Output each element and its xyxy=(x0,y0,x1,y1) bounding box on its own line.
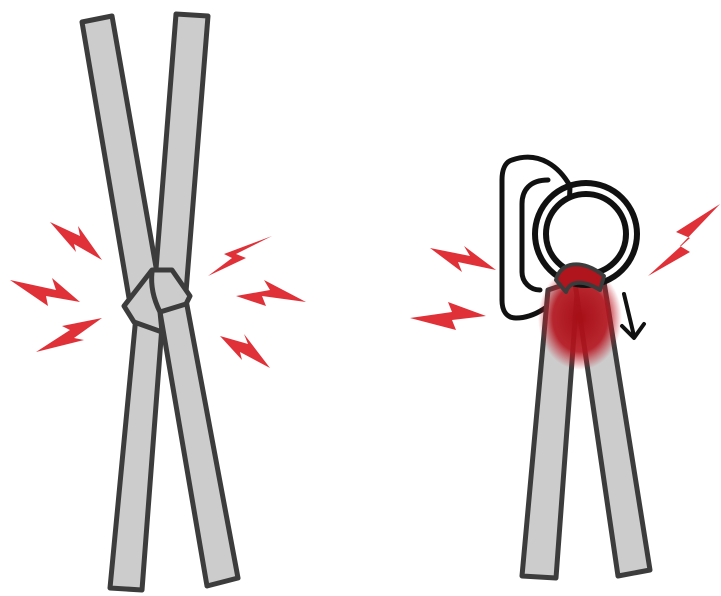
stress-spark-icon-group-left xyxy=(10,222,102,352)
spark-icon xyxy=(430,246,496,272)
strap-crossing-fold-line xyxy=(149,269,163,315)
strap-a-upper xyxy=(79,13,163,307)
spark-icon xyxy=(410,302,486,330)
strap-b-lower xyxy=(107,313,165,593)
spark-icon xyxy=(220,334,270,368)
spark-icon xyxy=(208,236,272,276)
strap-a-lower xyxy=(157,297,241,589)
buckle-plate-inner-edge xyxy=(519,177,551,293)
crossed-straps-panel xyxy=(10,11,306,593)
stress-spark-icon-group-right xyxy=(208,236,306,368)
spark-icon xyxy=(236,280,306,306)
ring-inner xyxy=(543,191,629,277)
pull-direction-arrow-icon xyxy=(620,292,646,340)
strap-fold-over-ring xyxy=(554,262,606,294)
ring-buckle-panel xyxy=(410,154,720,581)
spark-icon xyxy=(648,204,720,276)
spark-icon xyxy=(50,222,102,260)
spark-icon xyxy=(36,318,102,352)
strap-b-upper xyxy=(152,11,211,295)
spark-icon xyxy=(10,278,80,306)
stress-spark-icon-group-buckle xyxy=(410,204,720,330)
friction-highlight xyxy=(538,266,622,370)
